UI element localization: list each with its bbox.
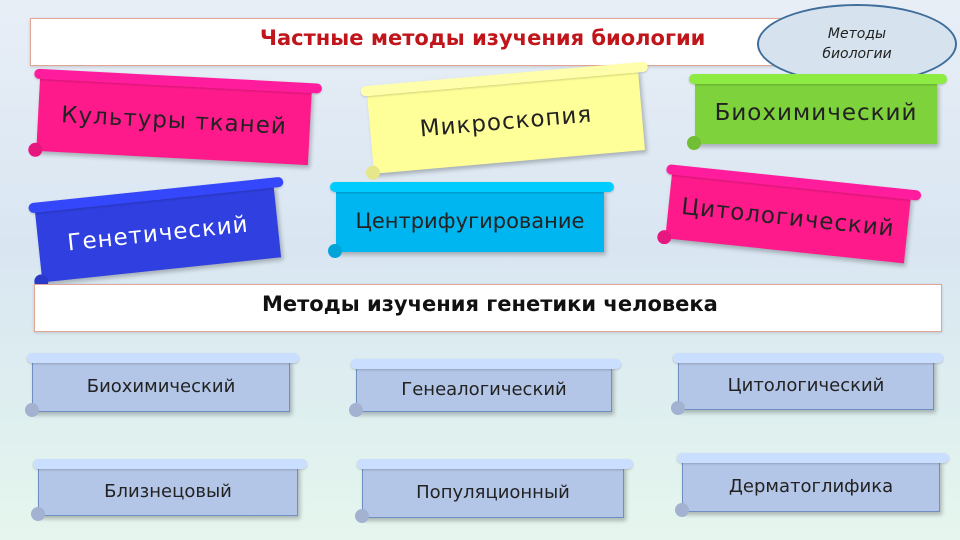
method-label: Близнецовый [104, 480, 232, 502]
method-biochemical[interactable]: Биохимический [695, 82, 937, 144]
genetics-method-twin[interactable]: Близнецовый [38, 466, 298, 516]
method-label: Генетический [66, 211, 250, 257]
method-label: Биохимический [86, 375, 236, 397]
genetics-method-biochemical[interactable]: Биохимический [32, 360, 290, 412]
method-microscopy[interactable]: Микроскопия [367, 70, 645, 174]
genetics-method-genealogical[interactable]: Генеалогический [356, 366, 612, 412]
methods-biology-ellipse[interactable]: Методы биологии [757, 4, 957, 84]
method-label: Центрифугирование [355, 209, 585, 233]
method-tissue-culture[interactable]: Культуры тканей [36, 76, 312, 166]
method-genetic[interactable]: Генетический [34, 185, 282, 283]
method-label: Дерматоглифика [728, 475, 894, 497]
method-label: Биохимический [714, 100, 918, 126]
method-label: Цитологический [727, 374, 885, 396]
method-label: Микроскопия [418, 101, 594, 143]
genetics-method-dermatoglyphics[interactable]: Дерматоглифика [682, 460, 940, 512]
method-cytological-top[interactable]: Цитологический [665, 172, 911, 264]
genetics-method-population[interactable]: Популяционный [362, 466, 624, 518]
method-label: Популяционный [416, 481, 570, 503]
genetics-title-box [34, 284, 942, 332]
genetics-method-cytological[interactable]: Цитологический [678, 360, 934, 410]
method-centrifugation[interactable]: Центрифугирование [336, 190, 604, 252]
method-label: Культуры тканей [60, 102, 288, 140]
genetics-title: Методы изучения генетики человека [262, 292, 718, 316]
ellipse-label: Методы биологии [822, 26, 892, 62]
page-title: Частные методы изучения биологии [260, 26, 706, 50]
method-label: Генеалогический [401, 378, 567, 400]
header-title-box [30, 18, 792, 66]
method-label: Цитологический [680, 193, 896, 243]
